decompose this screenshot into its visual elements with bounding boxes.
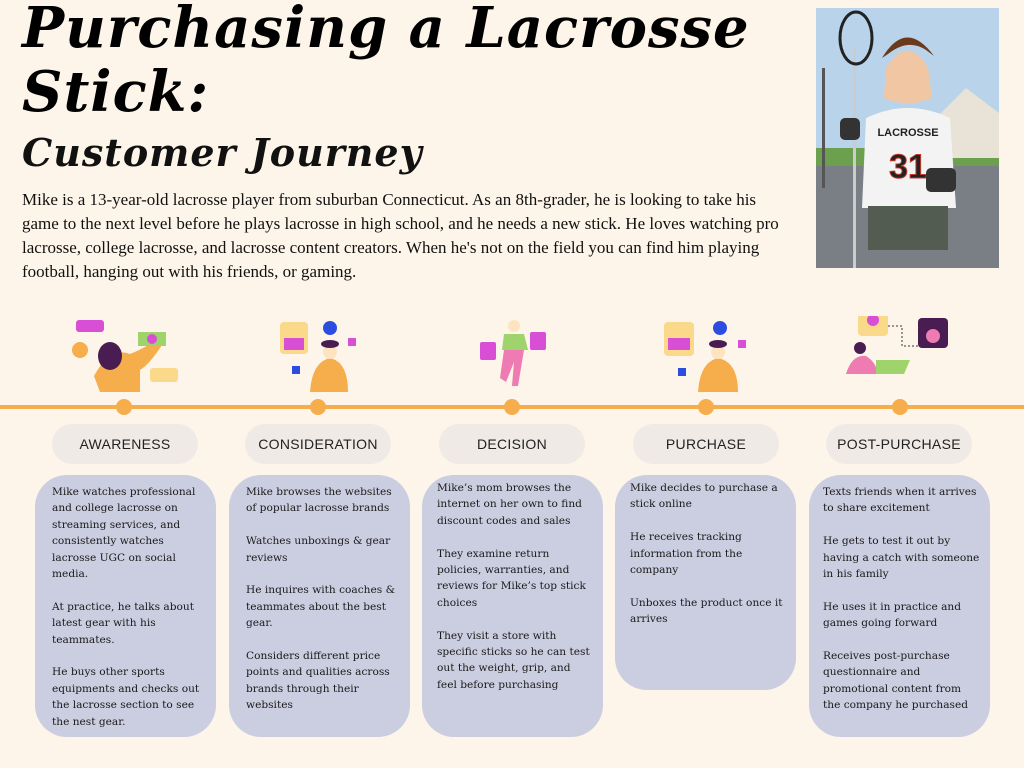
card-item: Receives post-purchase questionnaire and…	[823, 650, 969, 712]
card-item: Mike browses the websites of popular lac…	[246, 486, 392, 515]
timeline-marker	[504, 399, 520, 415]
stage-label-post-purchase: POST-PURCHASE	[826, 424, 972, 464]
decision-illustration	[480, 320, 546, 386]
post-purchase-illustration	[846, 316, 948, 374]
stage-label-awareness: AWARENESS	[52, 424, 198, 464]
stage-card-purchase: Mike decides to purchase a stick online …	[615, 475, 796, 690]
stage-card-consideration: Mike browses the websites of popular lac…	[229, 475, 410, 737]
persona-photo: LACROSSE 31	[816, 8, 999, 268]
card-item: He receives tracking information from th…	[630, 531, 743, 577]
card-item: Mike’s mom browses the internet on her o…	[437, 482, 582, 527]
card-item: He inquires with coaches & teammates abo…	[246, 584, 396, 630]
card-item: Watches unboxings & gear reviews	[246, 535, 391, 564]
card-item: Unboxes the product once it arrives	[630, 596, 783, 626]
page-subtitle: Customer Journey	[22, 130, 423, 175]
card-item: He gets to test it out by having a catch…	[823, 535, 980, 581]
awareness-illustration	[72, 320, 178, 392]
stage-card-post-purchase: Texts friends when it arrives to share e…	[809, 475, 990, 737]
stage-card-decision: Mike’s mom browses the internet on her o…	[422, 475, 603, 737]
card-item: They examine return policies, warranties…	[437, 547, 586, 609]
stage-card-awareness: Mike watches professional and college la…	[35, 475, 216, 737]
timeline-marker	[310, 399, 326, 415]
jersey-text: LACROSSE	[877, 127, 938, 139]
card-item: At practice, he talks about latest gear …	[52, 600, 194, 646]
consideration-illustration	[280, 321, 356, 392]
jersey-number: 31	[889, 148, 927, 186]
timeline-marker	[892, 399, 908, 415]
stage-label-consideration: CONSIDERATION	[245, 424, 391, 464]
timeline-marker	[698, 399, 714, 415]
purchase-illustration	[664, 321, 746, 392]
card-item: He uses it in practice and games going f…	[823, 600, 962, 630]
card-item: Texts friends when it arrives to share e…	[823, 486, 977, 515]
stage-label-decision: DECISION	[439, 424, 585, 464]
card-item: Mike decides to purchase a stick online	[630, 482, 778, 511]
card-item: He buys other sports equipments and chec…	[52, 666, 200, 728]
stage-label-purchase: PURCHASE	[633, 424, 779, 464]
persona-description: Mike is a 13-year-old lacrosse player fr…	[22, 190, 779, 281]
page-title: Purchasing a Lacrosse Stick:	[22, 0, 750, 125]
card-item: Mike watches professional and college la…	[52, 486, 196, 581]
timeline-marker	[116, 399, 132, 415]
card-item: They visit a store with specific sticks …	[437, 629, 590, 691]
card-item: Considers different price points and qua…	[246, 650, 390, 712]
